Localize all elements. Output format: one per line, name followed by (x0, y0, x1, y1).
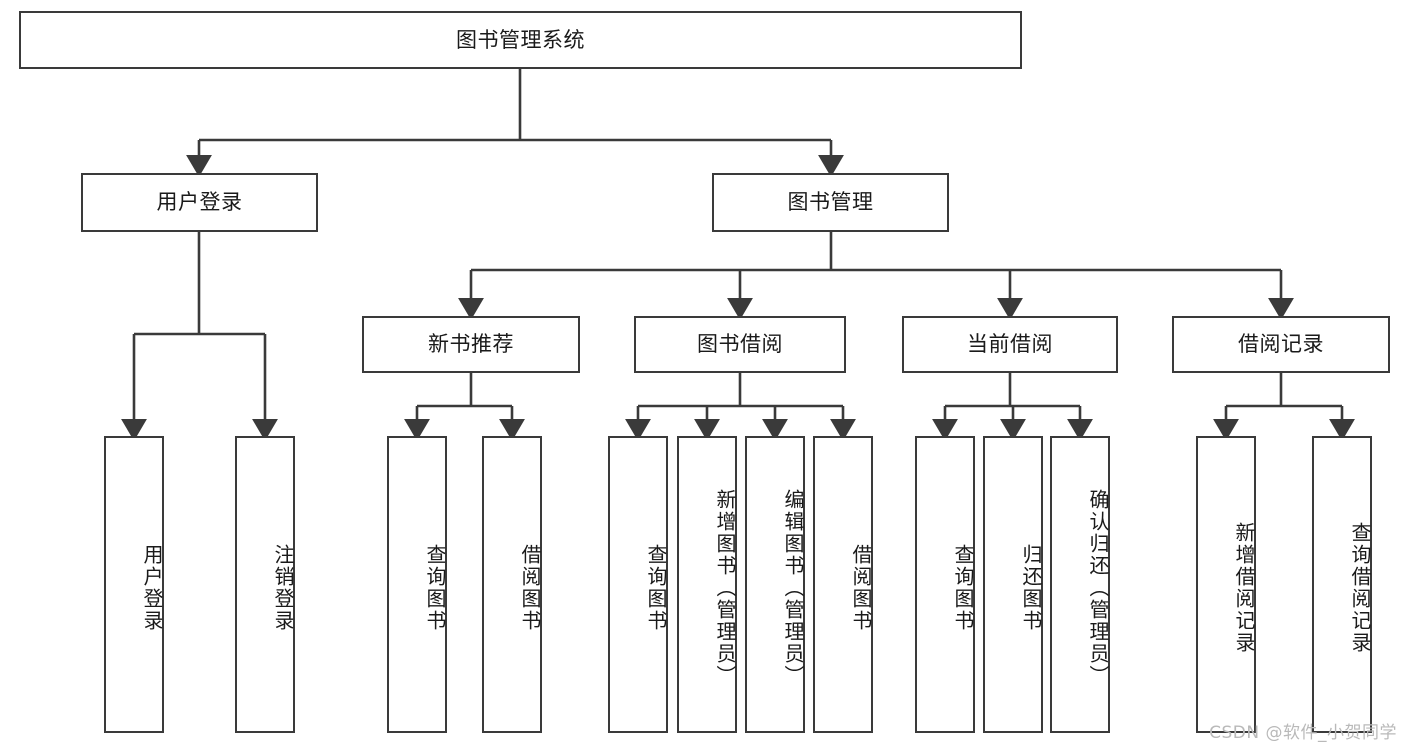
node-book-borrow[interactable]: 图书借阅 (634, 316, 846, 373)
leaf-label: 查询图书 (644, 543, 668, 632)
leaf-label: 确认归还（管理员） (1086, 488, 1110, 687)
leaf-borrow-record-add-record[interactable]: 新增借阅记录 (1196, 436, 1256, 733)
leaf-label: 查询图书 (951, 543, 975, 632)
node-borrow-record[interactable]: 借阅记录 (1172, 316, 1390, 373)
leaf-book-borrow-query-book[interactable]: 查询图书 (608, 436, 668, 733)
leaf-user-login-login[interactable]: 用户登录 (104, 436, 164, 733)
leaf-label: 查询图书 (423, 543, 447, 632)
leaf-book-borrow-add-book-admin[interactable]: 新增图书（管理员） (677, 436, 737, 733)
node-new-book-recommend-label: 新书推荐 (428, 332, 514, 357)
node-current-borrow[interactable]: 当前借阅 (902, 316, 1118, 373)
leaf-label: 注销登录 (271, 543, 295, 632)
leaf-label: 用户登录 (140, 543, 164, 632)
node-root-label: 图书管理系统 (456, 27, 585, 52)
node-user-login[interactable]: 用户登录 (81, 173, 318, 232)
leaf-label: 查询借阅记录 (1348, 521, 1372, 654)
leaf-new-book-borrow-book[interactable]: 借阅图书 (482, 436, 542, 733)
node-current-borrow-label: 当前借阅 (967, 332, 1053, 357)
leaf-book-borrow-edit-book-admin[interactable]: 编辑图书（管理员） (745, 436, 805, 733)
leaf-current-borrow-return-book[interactable]: 归还图书 (983, 436, 1043, 733)
node-borrow-record-label: 借阅记录 (1238, 332, 1324, 357)
leaf-user-login-logout[interactable]: 注销登录 (235, 436, 295, 733)
csdn-watermark: CSDN @软件_小贺同学 (1209, 723, 1397, 743)
leaf-new-book-query-book[interactable]: 查询图书 (387, 436, 447, 733)
leaf-book-borrow-borrow-book[interactable]: 借阅图书 (813, 436, 873, 733)
node-root[interactable]: 图书管理系统 (19, 11, 1022, 69)
leaf-label: 归还图书 (1019, 543, 1043, 632)
node-new-book-recommend[interactable]: 新书推荐 (362, 316, 580, 373)
leaf-label: 借阅图书 (849, 543, 873, 632)
leaf-label: 借阅图书 (518, 543, 542, 632)
node-user-login-label: 用户登录 (156, 190, 243, 215)
node-book-management[interactable]: 图书管理 (712, 173, 949, 232)
leaf-borrow-record-query-record[interactable]: 查询借阅记录 (1312, 436, 1372, 733)
leaf-current-borrow-confirm-return-admin[interactable]: 确认归还（管理员） (1050, 436, 1110, 733)
leaf-label: 新增借阅记录 (1232, 521, 1256, 654)
leaf-current-borrow-query-book[interactable]: 查询图书 (915, 436, 975, 733)
leaf-label: 编辑图书（管理员） (781, 488, 805, 687)
node-book-borrow-label: 图书借阅 (697, 332, 783, 357)
leaf-label: 新增图书（管理员） (713, 488, 737, 687)
node-book-management-label: 图书管理 (787, 190, 874, 215)
